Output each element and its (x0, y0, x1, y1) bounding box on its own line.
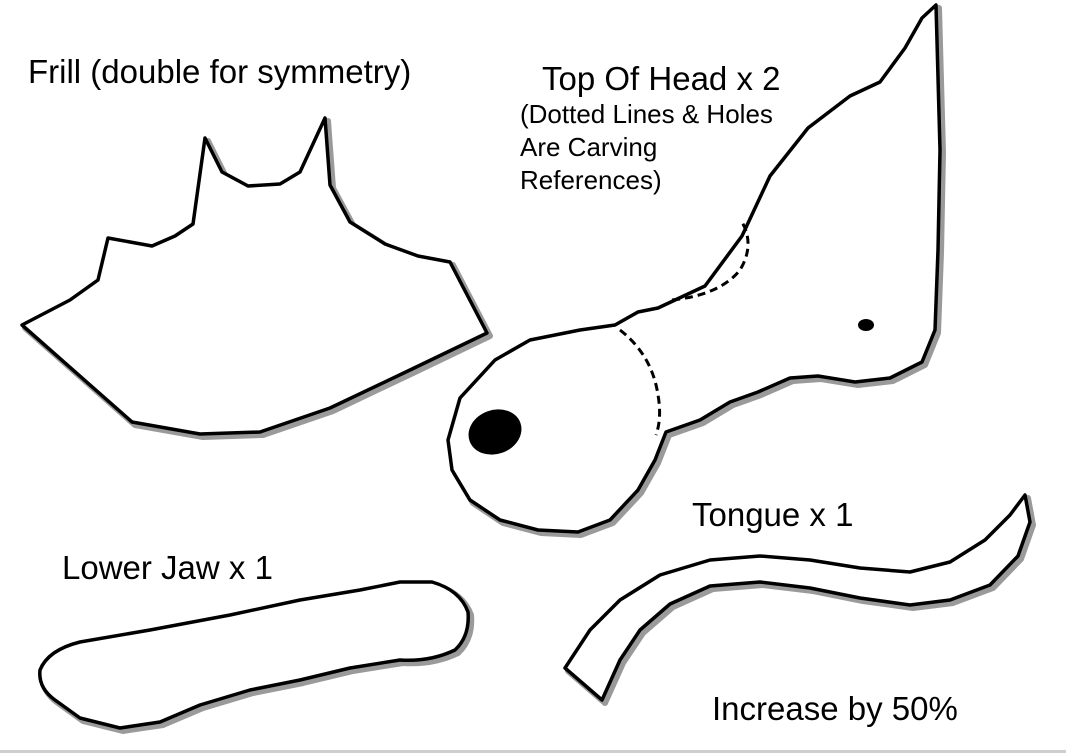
page-bottom-edge (0, 750, 1066, 753)
lower-jaw-label: Lower Jaw x 1 (62, 549, 273, 586)
frill-shape (20, 116, 493, 440)
carving-note-line-2: Are Carving (520, 132, 658, 162)
tongue-label: Tongue x 1 (692, 496, 854, 533)
carving-note-line-3: References) (520, 165, 662, 195)
top-of-head-shape (446, 3, 946, 538)
tongue-shape (563, 493, 1036, 706)
eye-hole (468, 409, 522, 455)
frill-label: Frill (double for symmetry) (28, 53, 412, 90)
lower-jaw-shape (38, 580, 475, 734)
carving-note-line-1: (Dotted Lines & Holes (520, 99, 773, 129)
increase-note: Increase by 50% (712, 690, 958, 727)
top-of-head-label: Top Of Head x 2 (542, 60, 781, 97)
small-hole (858, 319, 874, 331)
